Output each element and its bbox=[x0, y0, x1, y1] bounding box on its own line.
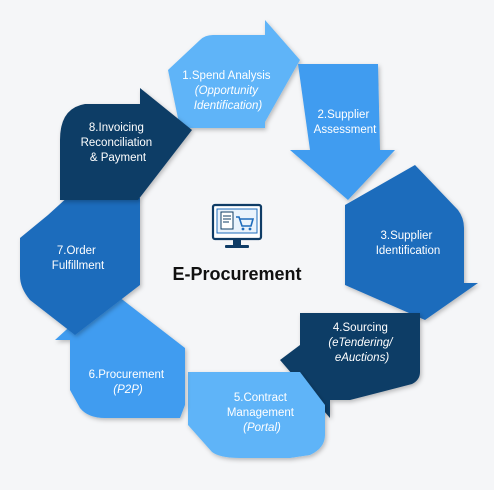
step-5-arrow bbox=[188, 372, 325, 458]
cart-shape bbox=[236, 216, 255, 227]
cart-wheel-right bbox=[248, 227, 252, 231]
step-1-spend-analysis: 1.Spend Analysis (Opportunity Identifica… bbox=[168, 20, 300, 128]
step-8-invoicing: 8.Invoicing Reconciliation & Payment bbox=[60, 88, 192, 200]
step-6-line-1: 6.Procurement bbox=[89, 369, 165, 381]
step-7-order-fulfillment: 7.Order Fulfillment bbox=[20, 195, 140, 335]
step-4-sourcing: 4.Sourcing (eTendering/ eAuctions) bbox=[280, 313, 420, 418]
step-5-line-2: Management bbox=[227, 407, 295, 419]
step-3-line-2: Identification bbox=[376, 245, 441, 257]
step-8-label: 8.Invoicing Reconciliation & Payment bbox=[81, 122, 156, 164]
step-3-supplier-identification: 3.Supplier Identification bbox=[345, 165, 478, 320]
step-6-label: 6.Procurement (P2P) bbox=[89, 369, 168, 396]
step-1-arrow bbox=[168, 20, 300, 128]
step-4-arrow bbox=[280, 313, 420, 418]
step-3-line-1: 3.Supplier bbox=[381, 230, 433, 242]
step-8-line-2: Reconciliation bbox=[81, 137, 153, 149]
step-3-label: 3.Supplier Identification bbox=[376, 230, 441, 257]
step-2-label: 2.Supplier Assessment bbox=[314, 109, 377, 136]
screen-document bbox=[220, 211, 234, 230]
step-2-line-2: Assessment bbox=[314, 124, 377, 136]
step-4-sub-1: (eTendering/ bbox=[328, 337, 394, 349]
step-7-arrow bbox=[20, 195, 140, 335]
monitor-neck bbox=[233, 239, 241, 245]
monitor-base bbox=[225, 245, 249, 248]
diagram-title: E-Procurement bbox=[172, 264, 301, 284]
step-1-label: 1.Spend Analysis (Opportunity Identifica… bbox=[182, 70, 273, 112]
step-7-line-1: 7.Order bbox=[57, 245, 96, 257]
step-4-line-1: 4.Sourcing bbox=[333, 322, 388, 334]
step-7-label: 7.Order Fulfillment bbox=[52, 245, 105, 272]
step-8-arrow bbox=[60, 88, 192, 200]
step-6-sub-1: (P2P) bbox=[113, 384, 143, 396]
step-5-line-1: 5.Contract bbox=[234, 392, 288, 404]
step-1-sub-2: Identification) bbox=[194, 100, 263, 112]
step-1-line-1: 1.Spend Analysis bbox=[182, 70, 270, 82]
step-1-sub-1: (Opportunity bbox=[195, 85, 260, 97]
computer-cart-icon bbox=[211, 203, 263, 248]
step-4-sub-2: eAuctions) bbox=[335, 352, 390, 364]
step-7-line-2: Fulfillment bbox=[52, 260, 105, 272]
step-5-label: 5.Contract Management (Portal) bbox=[227, 392, 297, 434]
step-2-supplier-assessment: 2.Supplier Assessment bbox=[290, 64, 395, 200]
step-2-line-1: 2.Supplier bbox=[318, 109, 370, 121]
step-5-sub-1: (Portal) bbox=[243, 422, 281, 434]
step-4-label: 4.Sourcing (eTendering/ eAuctions) bbox=[328, 322, 395, 364]
step-5-contract-management: 5.Contract Management (Portal) bbox=[188, 372, 325, 458]
step-8-line-1: 8.Invoicing bbox=[89, 122, 144, 134]
step-2-arrow bbox=[290, 64, 395, 200]
step-8-line-3: & Payment bbox=[90, 152, 147, 164]
cart-wheel-left bbox=[241, 227, 245, 231]
step-3-arrow bbox=[345, 165, 478, 320]
